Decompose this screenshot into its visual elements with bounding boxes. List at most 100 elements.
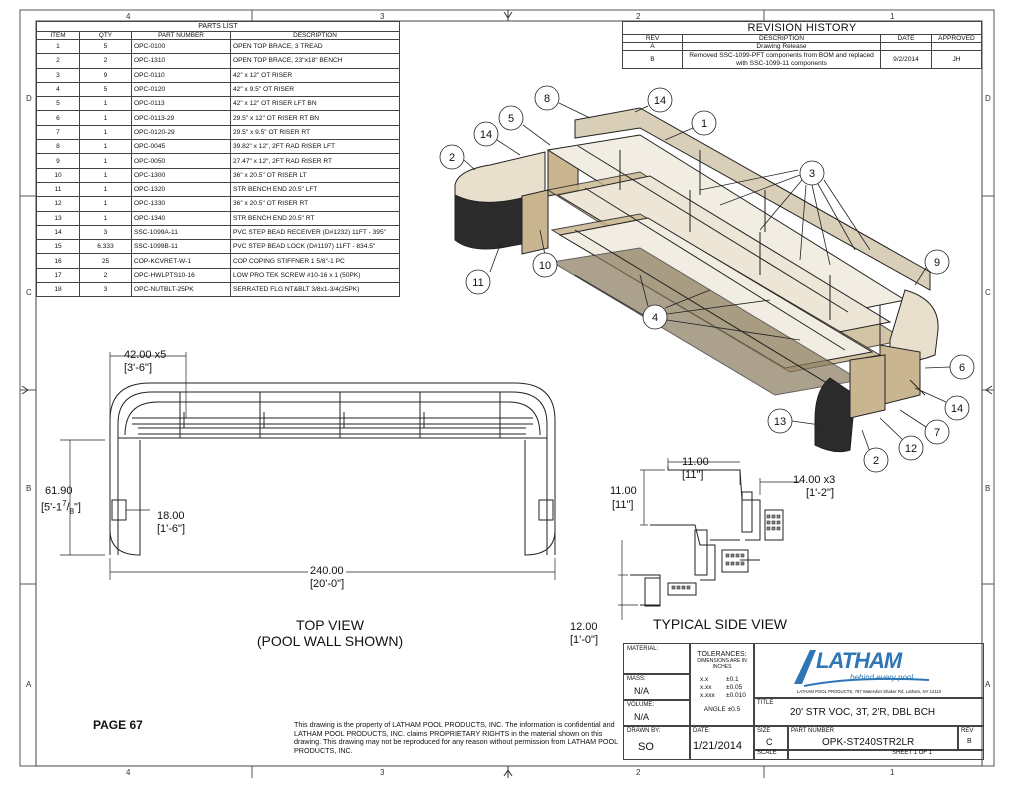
dim-length: 240.00	[308, 565, 346, 577]
tb-mass-value: N/A	[634, 686, 650, 696]
tb-sheet-value: SHEET 1 OF 1	[892, 750, 932, 756]
tb-title: TITLE 20' STR VOC, 3T, 2'R, DBL BCH	[753, 697, 984, 727]
tb-part-number-label: PART NUMBER	[791, 728, 835, 734]
zone-label: 4	[126, 768, 131, 777]
item-balloon-label: 7	[934, 427, 940, 439]
item-balloon-label: 5	[508, 113, 514, 125]
dim-bench-ft: [1'-6"]	[157, 523, 186, 535]
zone-label: 3	[380, 12, 385, 21]
zone-label: 1	[890, 12, 895, 21]
side-dim-top-ft: [11"]	[682, 469, 704, 481]
tb-drawn-by: DRAWN BY: SO	[623, 725, 691, 760]
tb-scale: SCALE	[753, 749, 789, 760]
zone-label: C	[985, 288, 991, 297]
tb-scale-label: SCALE	[757, 750, 777, 756]
tb-drawn-by-label: DRAWN BY:	[627, 728, 661, 734]
dim-height-frac-num: 7	[62, 499, 67, 508]
tb-tolerances: TOLERANCES: DIMENSIONS ARE IN INCHES x.x…	[689, 643, 755, 727]
item-balloon-label: 10	[539, 260, 551, 272]
dim-height-ft-end: "]	[74, 501, 81, 514]
zone-label: C	[26, 288, 32, 297]
zone-label: 4	[126, 12, 131, 21]
item-balloon-label: 11	[472, 277, 483, 289]
tb-tolerances-sub2: INCHES	[712, 664, 732, 670]
item-balloon-label: 2	[873, 455, 879, 467]
tb-size: SIZE C	[753, 725, 789, 751]
revision-history-table: REVISION HISTORY REV DESCRIPTION DATE AP…	[622, 21, 982, 69]
parts-cell: SSC-1099A-11	[131, 224, 231, 241]
dim-length-ft: [20'-0"]	[310, 578, 345, 590]
side-dim-top: 11.00	[682, 456, 709, 468]
tolerance-format: x.x	[700, 676, 709, 683]
parts-cell: 39.82" x 12", 2FT RAD RISER LFT	[230, 139, 400, 155]
tb-volume-label: VOLUME:	[627, 702, 655, 708]
item-balloon-label: 6	[959, 362, 965, 374]
side-dim-left: 11.00	[610, 485, 637, 497]
parts-cell: 7	[36, 124, 80, 141]
zone-label: 1	[890, 768, 895, 777]
side-dim-bottom: 12.00	[570, 621, 598, 633]
zone-label: 2	[636, 12, 641, 21]
item-balloon-label: 4	[652, 312, 658, 324]
parts-cell: 6.333	[79, 239, 132, 255]
parts-cell: 29.5" x 9.5" OT RISER RT	[230, 124, 400, 141]
dim-segment-ft: [3'-6"]	[124, 362, 153, 374]
top-view-title-line2: (POOL WALL SHOWN)	[256, 633, 404, 649]
item-balloon-label: 9	[934, 257, 940, 269]
item-balloon-label: 8	[544, 93, 550, 105]
parts-cell: 18	[36, 282, 80, 298]
parts-cell: 11	[36, 181, 80, 198]
tb-title-value: 20' STR VOC, 3T, 2'R, DBL BCH	[790, 707, 936, 718]
tolerance-value: ±0.010	[726, 692, 746, 699]
parts-cell: 36" x 20.5" OT RISER LT	[230, 167, 400, 183]
page-label: PAGE 67	[93, 718, 143, 732]
parts-cell: SERRATED FLG NT&BLT 3/8x1-3/4(25PK)	[230, 282, 400, 298]
tb-part-number: PART NUMBER OPK-ST240STR2LR	[787, 725, 959, 751]
dim-height-frac-den: 8	[69, 506, 75, 516]
tb-volume-value: N/A	[634, 712, 650, 722]
rev-cell: B	[622, 50, 683, 69]
parts-cell: SSC-1099B-11	[131, 239, 231, 255]
tb-size-label: SIZE	[757, 728, 771, 734]
parts-cell: OPC-1340	[131, 210, 231, 226]
zone-label: D	[985, 94, 991, 103]
logo-text: LATHAM	[816, 648, 902, 673]
property-notice: This drawing is the property of LATHAM P…	[294, 720, 618, 755]
parts-cell: PVC STEP BEAD RECEIVER (D#1232) 11FT - 3…	[230, 224, 400, 241]
rev-cell: 9/2/2014	[880, 50, 932, 69]
side-dim-tread: 14.00 x3	[793, 474, 836, 486]
side-dim-left-ft: [11"]	[612, 499, 634, 511]
parts-cell: OPC-0050	[131, 153, 231, 169]
tb-drawn-by-value: SO	[638, 741, 654, 753]
side-dim-tread-ft: [1'-2"]	[806, 487, 835, 499]
tb-volume: VOLUME: N/A	[623, 699, 691, 727]
dim-height-ft-text: [5'-1	[41, 501, 63, 514]
dim-height: 61.90	[45, 485, 73, 497]
parts-cell: 3	[79, 282, 132, 298]
tb-date: DATE: 1/21/2014	[689, 725, 755, 760]
tb-mass-label: MASS:	[627, 676, 646, 682]
tb-rev-label: REV	[961, 728, 974, 734]
tb-rev-value: B	[967, 738, 972, 745]
zone-label: D	[26, 94, 32, 103]
tb-sheet: SHEET 1 OF 1	[787, 749, 984, 760]
logo-tagline: behind every pool	[850, 673, 914, 682]
item-balloon-label: 1	[701, 118, 707, 130]
parts-cell: PVC STEP BEAD LOCK (D#1197) 11FT - 834.5…	[230, 239, 400, 255]
tolerance-row: x.xxx±0.010	[690, 692, 754, 700]
tb-title-label: TITLE	[757, 700, 774, 706]
zone-label: A	[26, 680, 32, 689]
